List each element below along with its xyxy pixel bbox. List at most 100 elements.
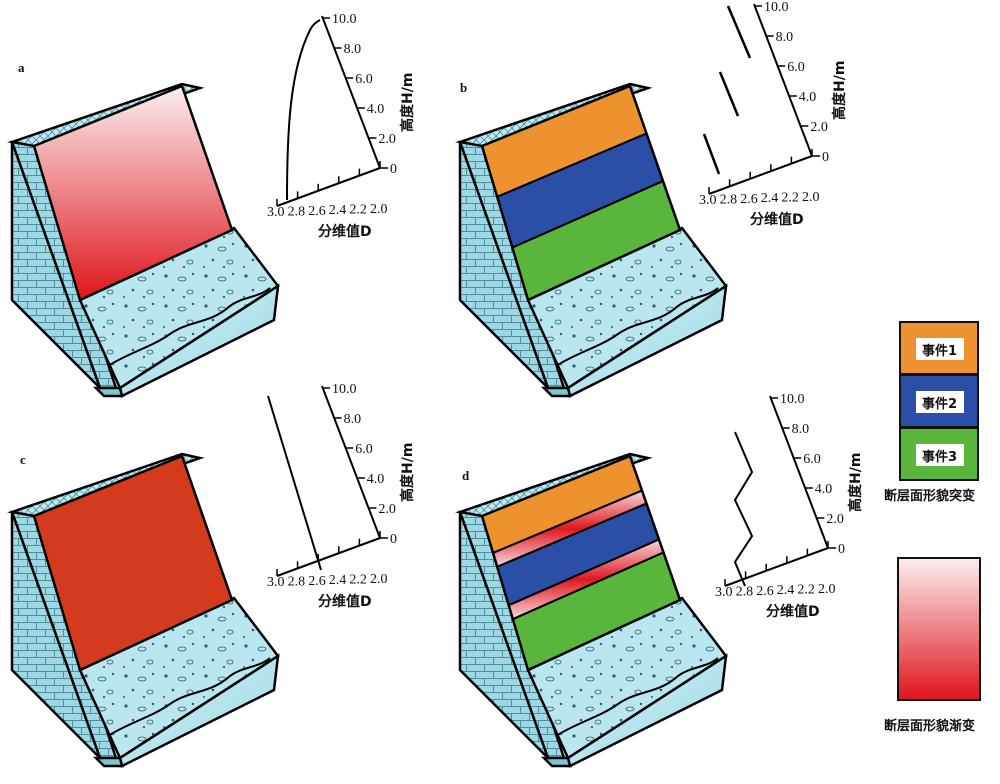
x-tick-label: 2.4	[761, 191, 779, 206]
y-axis-line	[753, 3, 813, 157]
fracture-line	[555, 657, 719, 737]
x-tick-label: 2.0	[818, 582, 836, 597]
x-tick-label: 3.0	[715, 585, 733, 600]
legend-gradient-swatch	[897, 557, 981, 701]
y-axis-title: 高度H/m	[399, 443, 416, 502]
y-tick-label: 4.0	[367, 102, 385, 117]
footwall-corner	[92, 386, 124, 398]
x-tick-label: 2.8	[288, 204, 306, 219]
profile-segment	[702, 133, 721, 175]
x-tick-label: 2.6	[308, 574, 326, 589]
x-tick-label: 3.0	[267, 205, 285, 220]
panel-label: b	[460, 80, 467, 95]
fault-surface	[32, 454, 234, 672]
legend-swatch-1	[899, 321, 979, 375]
wall-front	[10, 141, 102, 389]
fault-surface-outline	[480, 84, 682, 302]
y-axis-line	[321, 385, 381, 539]
x-tick-label: 2.6	[308, 204, 326, 219]
panel-label: c	[20, 452, 26, 467]
fracture-line	[107, 287, 271, 367]
profile-segment	[718, 71, 740, 117]
y-tick-label: 8.0	[776, 30, 794, 45]
legend-label: 事件3	[922, 449, 957, 465]
x-tick-label: 2.8	[736, 584, 754, 599]
y-tick-label: 0	[838, 542, 845, 557]
legend-label: 事件1	[922, 343, 957, 359]
x-tick-label: 2.4	[329, 203, 347, 218]
y-axis-line	[769, 395, 829, 549]
profile-curve	[267, 395, 322, 571]
x-tick-label: 2.0	[802, 190, 820, 205]
footwall-corner	[540, 386, 572, 398]
legend-gradual-caption: 断层面形貌渐变	[884, 718, 975, 734]
y-tick-label: 8.0	[344, 412, 362, 427]
legend-label-box	[916, 444, 964, 466]
x-tick-label: 3.0	[267, 575, 285, 590]
fault-surface-outline	[480, 454, 682, 672]
y-tick-label: 2.0	[378, 132, 396, 147]
y-axis-title: 高度H/m	[847, 453, 864, 512]
footwall-corner	[540, 756, 572, 768]
x-axis-title: 分维值D	[318, 223, 372, 240]
footwall-corner	[92, 756, 124, 768]
x-tick-label: 2.4	[329, 573, 347, 588]
y-tick-label: 0	[390, 162, 397, 177]
y-tick-label: 6.0	[355, 72, 373, 87]
y-axis-title: 高度H/m	[831, 61, 848, 120]
legend-label-box	[916, 338, 964, 360]
y-tick-label: 4.0	[815, 482, 833, 497]
y-tick-label: 10.0	[332, 12, 357, 27]
profile-curve	[733, 431, 754, 587]
x-axis-line	[276, 167, 381, 207]
fault-surface	[32, 84, 234, 302]
y-tick-label: 2.0	[378, 502, 396, 517]
y-tick-label: 4.0	[799, 90, 817, 105]
y-tick-label: 0	[390, 532, 397, 547]
y-tick-label: 2.0	[810, 120, 828, 135]
y-axis-line	[321, 15, 381, 169]
x-tick-label: 2.2	[797, 583, 815, 598]
panel-label: d	[462, 468, 470, 483]
x-tick-label: 2.0	[370, 202, 388, 217]
x-tick-label: 2.4	[777, 583, 795, 598]
profile-segment	[726, 5, 752, 59]
legend-abrupt-caption: 断层面形貌突变	[884, 488, 975, 504]
y-tick-label: 2.0	[826, 512, 844, 527]
y-tick-label: 8.0	[344, 42, 362, 57]
wall-front	[458, 511, 550, 759]
y-tick-label: 6.0	[355, 442, 373, 457]
fracture-line	[555, 287, 719, 367]
x-tick-label: 2.2	[349, 203, 367, 218]
y-tick-label: 6.0	[787, 60, 805, 75]
x-axis-title: 分维值D	[750, 211, 804, 228]
x-tick-label: 3.0	[699, 193, 717, 208]
x-axis-line	[708, 155, 813, 195]
x-tick-label: 2.8	[720, 192, 738, 207]
y-tick-label: 8.0	[792, 422, 810, 437]
wall-front	[10, 511, 102, 759]
y-tick-label: 6.0	[803, 452, 821, 467]
x-tick-label: 2.6	[740, 192, 758, 207]
x-tick-label: 2.6	[756, 584, 774, 599]
panel-label: a	[18, 60, 25, 75]
y-tick-label: 10.0	[332, 382, 357, 397]
x-tick-label: 2.2	[781, 191, 799, 206]
y-tick-label: 10.0	[780, 392, 805, 407]
legend-label-box	[916, 391, 964, 413]
y-tick-label: 10.0	[764, 0, 789, 15]
x-tick-label: 2.2	[349, 573, 367, 588]
x-axis-line	[276, 537, 381, 577]
y-axis-title: 高度H/m	[399, 73, 416, 132]
wall-front	[458, 141, 550, 389]
x-axis-title: 分维值D	[318, 593, 372, 610]
